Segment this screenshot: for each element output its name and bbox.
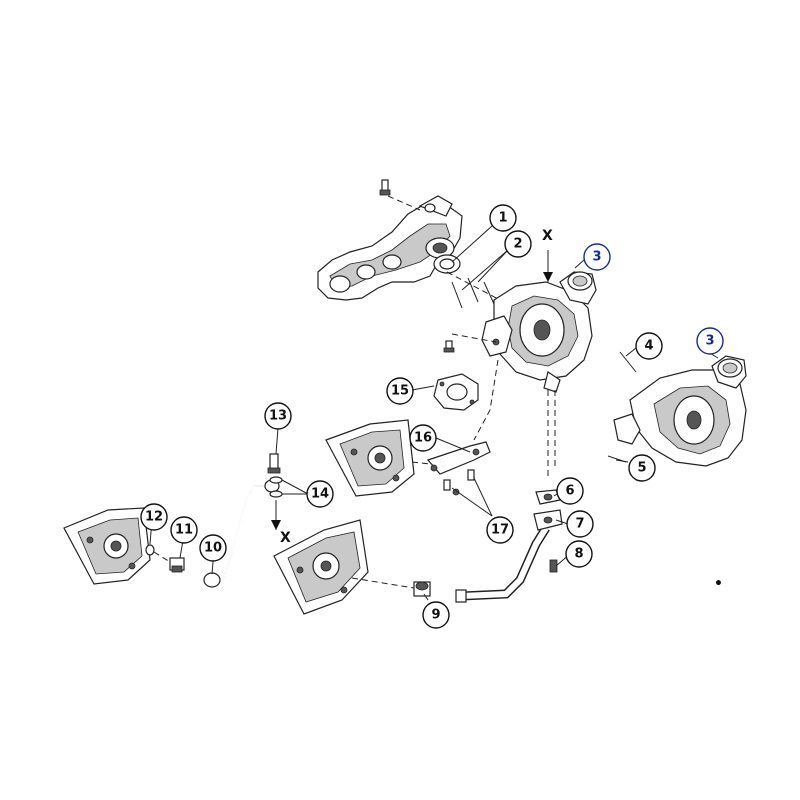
- drain-dash: [351, 577, 415, 589]
- svg-text:3: 3: [705, 334, 714, 349]
- svg-text:6: 6: [565, 484, 574, 499]
- engine-block-upper: [325, 419, 415, 497]
- svg-text:14: 14: [311, 487, 329, 502]
- turbocharger-main: [481, 271, 597, 393]
- stud-4: [619, 351, 637, 373]
- exhaust-manifold: [317, 195, 463, 301]
- svg-text:16: 16: [414, 431, 432, 446]
- fitting-washer: [145, 544, 155, 556]
- svg-text:11: 11: [175, 523, 193, 538]
- engine-block-left: [63, 507, 151, 585]
- svg-text:9: 9: [431, 608, 440, 623]
- svg-text:8: 8: [574, 547, 583, 562]
- callout-14: 14: [306, 480, 334, 508]
- banjo-bolt-13: [267, 453, 281, 474]
- fitting-dash: [153, 551, 171, 563]
- svg-text:17: 17: [491, 523, 509, 538]
- oil-feed-fitting: [169, 557, 185, 573]
- callout-17: 17: [486, 516, 514, 544]
- callout-10: 10: [199, 534, 227, 562]
- bracket-bolts: [443, 469, 475, 496]
- callout-15: 15: [386, 377, 414, 405]
- gasket-bolt: [443, 340, 455, 353]
- engine-block-lower: [273, 519, 369, 615]
- turbocharger-alternate-view: [613, 355, 747, 467]
- x-arrow-head: [543, 272, 553, 282]
- manifold-top-bolt: [379, 179, 421, 211]
- svg-text:2: 2: [513, 237, 522, 252]
- turbo-outlet-gasket: [433, 373, 479, 411]
- callout-3-main: 3: [583, 243, 611, 271]
- callout-12: 12: [140, 503, 168, 531]
- svg-text:4: 4: [644, 339, 653, 354]
- dot-mark: •: [714, 576, 723, 592]
- turbo-dash-lines: [451, 333, 499, 441]
- callout-4: 4: [635, 332, 663, 360]
- bracket-dash: [411, 461, 431, 465]
- drain-bolt-8: [549, 559, 558, 573]
- support-bracket: [426, 441, 491, 475]
- x-arrow-head-bottom: [271, 520, 281, 530]
- svg-text:5: 5: [637, 461, 646, 476]
- callout-8: 8: [565, 540, 593, 568]
- callout-1: 1: [489, 204, 517, 232]
- drain-flange-7: [533, 509, 563, 531]
- svg-text:15: 15: [391, 384, 409, 399]
- callout-2: 2: [504, 230, 532, 258]
- turbo-studs: [446, 271, 501, 309]
- svg-text:13: 13: [269, 409, 287, 424]
- callout-11: 11: [170, 516, 198, 544]
- callout-7: 7: [566, 510, 594, 538]
- svg-text:12: 12: [145, 510, 163, 525]
- svg-text:10: 10: [204, 541, 222, 556]
- oil-drain-tube: [455, 525, 550, 603]
- oil-feed-line: [203, 479, 280, 588]
- callout-13: 13: [264, 402, 292, 430]
- drain-gasket-6: [535, 489, 561, 505]
- callout-9: 9: [422, 601, 450, 629]
- drain-fitting-9: [413, 581, 431, 597]
- callout-3-alternate: 3: [696, 327, 724, 355]
- svg-text:7: 7: [575, 517, 584, 532]
- connection-mark-top: X: [542, 228, 553, 244]
- callout-5: 5: [628, 454, 656, 482]
- manifold-gasket: [433, 254, 461, 274]
- svg-text:3: 3: [592, 250, 601, 265]
- leader-lines: [149, 225, 719, 601]
- callout-16: 16: [409, 424, 437, 452]
- callout-6: 6: [556, 477, 584, 505]
- connection-mark-bottom: X: [280, 530, 291, 546]
- svg-text:1: 1: [498, 211, 507, 226]
